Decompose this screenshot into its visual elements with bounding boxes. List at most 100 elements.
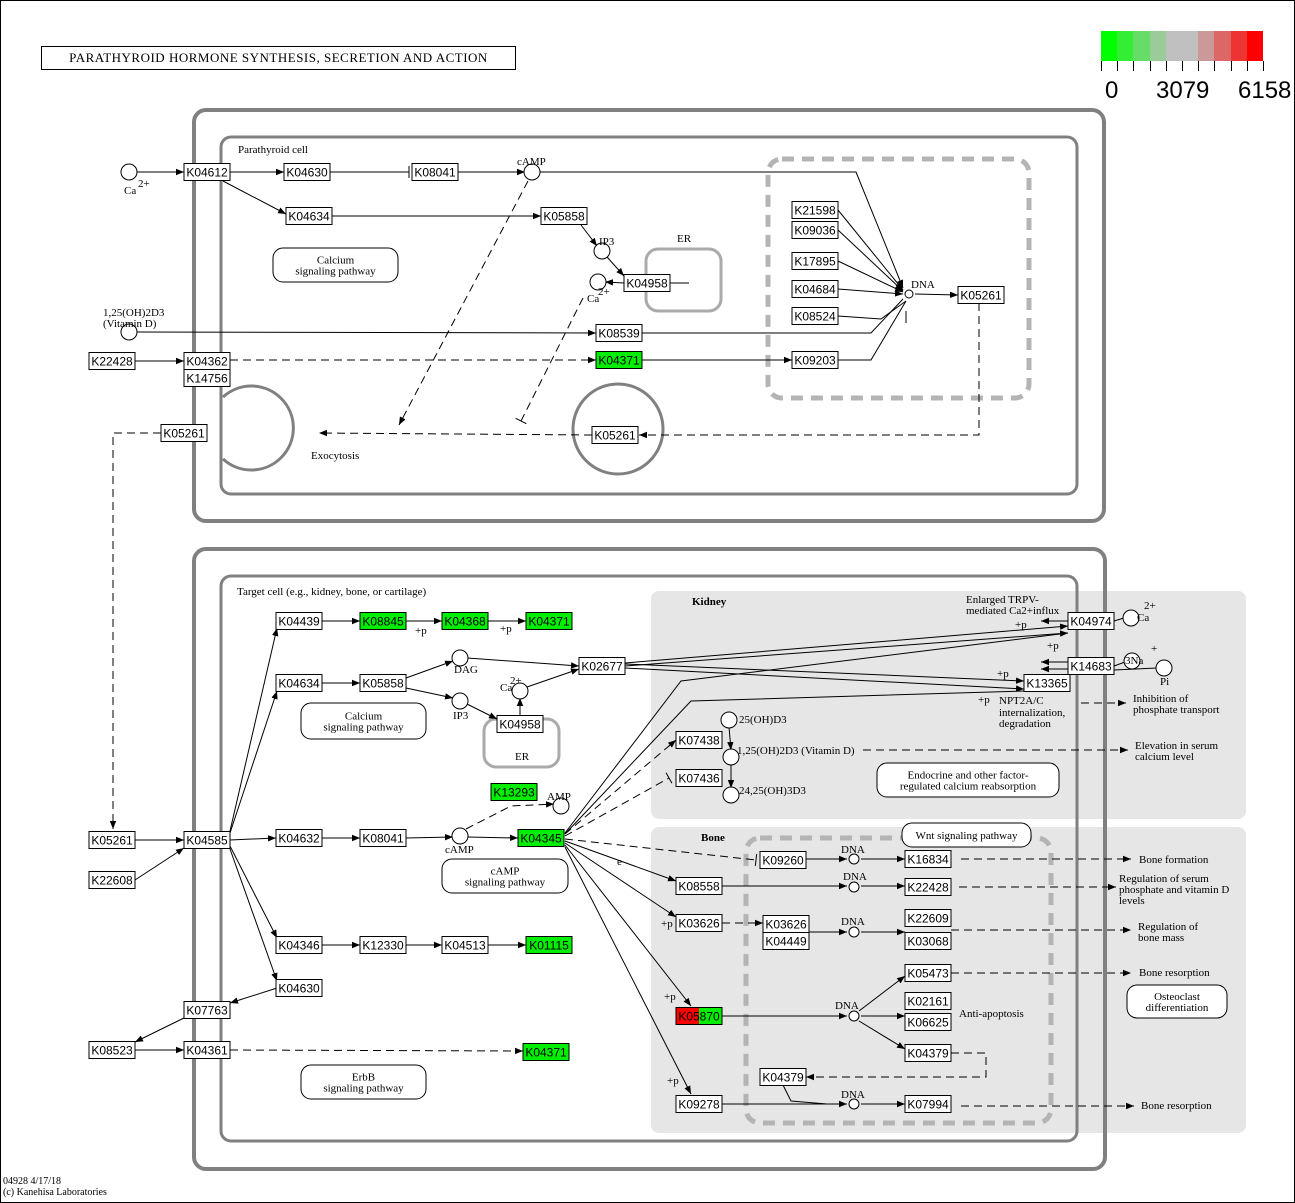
- compound-node[interactable]: [451, 827, 469, 845]
- gene-node-k04974[interactable]: K04974: [1067, 612, 1115, 630]
- gene-node-k22609[interactable]: K22609: [904, 909, 952, 927]
- gene-node-k09260[interactable]: K09260: [759, 851, 807, 869]
- gene-node-k08558[interactable]: K08558: [675, 877, 723, 895]
- gene-node-k08041[interactable]: K08041: [359, 829, 407, 847]
- compound-node[interactable]: [848, 881, 860, 893]
- gene-node-k06625[interactable]: K06625: [904, 1013, 952, 1031]
- gene-node-k09278[interactable]: K09278: [675, 1095, 723, 1113]
- label-ip3-top: IP3: [599, 236, 615, 248]
- relation-edge: [624, 630, 1069, 667]
- compound-node[interactable]: [120, 323, 138, 341]
- gene-node-k04612[interactable]: K04612: [183, 163, 231, 181]
- gene-node-k04632[interactable]: K04632: [275, 829, 323, 847]
- gene-node-k05858[interactable]: K05858: [359, 674, 407, 692]
- gene-node-k04362[interactable]: K04362: [183, 352, 231, 370]
- gene-node-k22428[interactable]: K22428: [904, 878, 952, 896]
- gene-node-k16834[interactable]: K16834: [904, 850, 952, 868]
- gene-node-k04630[interactable]: K04630: [275, 979, 323, 997]
- gene-node-k04634[interactable]: K04634: [285, 207, 333, 225]
- gene-node-k04368[interactable]: K04368: [441, 612, 489, 630]
- gene-node-k04630[interactable]: K04630: [283, 163, 331, 181]
- compound-node[interactable]: [451, 649, 469, 667]
- compound-node[interactable]: [848, 1098, 860, 1110]
- gene-node-k04958[interactable]: K04958: [623, 274, 671, 292]
- gene-node-k02677[interactable]: K02677: [578, 657, 626, 675]
- gene-node-k04371[interactable]: K04371: [525, 612, 573, 630]
- gene-node-k08539[interactable]: K08539: [595, 324, 643, 342]
- compound-node[interactable]: [722, 748, 740, 766]
- compound-node[interactable]: [848, 1010, 860, 1022]
- compound-node[interactable]: [589, 273, 607, 291]
- gene-node-k08845[interactable]: K08845: [359, 612, 407, 630]
- gene-node-k04439[interactable]: K04439: [275, 612, 323, 630]
- compound-node[interactable]: [120, 163, 138, 181]
- gene-node-k13365[interactable]: K13365: [1023, 674, 1071, 692]
- gene-node-k04379[interactable]: K04379: [904, 1044, 952, 1062]
- label-bone-resorption: Bone resorption: [1139, 967, 1210, 979]
- gene-node-k05858[interactable]: K05858: [540, 207, 588, 225]
- gene-node-k05261[interactable]: K05261: [160, 424, 208, 442]
- compound-node[interactable]: [1123, 652, 1141, 670]
- gene-node-k09203[interactable]: K09203: [791, 351, 839, 369]
- gene-node-k04513[interactable]: K04513: [441, 936, 489, 954]
- compound-node[interactable]: [593, 242, 611, 260]
- gene-node-k05261[interactable]: K05261: [957, 286, 1005, 304]
- gene-node-k21598[interactable]: K21598: [791, 201, 839, 219]
- gene-node-k22608[interactable]: K22608: [88, 871, 136, 889]
- compound-node[interactable]: [1155, 659, 1173, 677]
- gene-node-k22428[interactable]: K22428: [88, 352, 136, 370]
- gene-node-k04371[interactable]: K04371: [522, 1043, 570, 1061]
- gene-node-k12330[interactable]: K12330: [359, 936, 407, 954]
- gene-node-k04585[interactable]: K04585: [183, 831, 231, 849]
- gene-node-k04634[interactable]: K04634: [275, 674, 323, 692]
- compound-node[interactable]: [848, 926, 860, 938]
- gene-node-k02161[interactable]: K02161: [904, 992, 952, 1010]
- gene-node-k04684[interactable]: K04684: [791, 280, 839, 298]
- legend-tick: [1230, 61, 1232, 71]
- gene-node-k04449[interactable]: K04449: [762, 932, 810, 950]
- pathway-link-wnt[interactable]: Wnt signaling pathway: [901, 822, 1032, 848]
- gene-node-k07763[interactable]: K07763: [183, 1001, 231, 1019]
- gene-node-k07994[interactable]: K07994: [904, 1095, 952, 1113]
- compound-node[interactable]: [720, 711, 738, 729]
- gene-node-k03068[interactable]: K03068: [904, 932, 952, 950]
- gene-node-k07438[interactable]: K07438: [675, 731, 723, 749]
- gene-node-k05261[interactable]: K05261: [591, 426, 639, 444]
- compound-node[interactable]: [511, 682, 529, 700]
- gene-node-k05261[interactable]: K05261: [88, 831, 136, 849]
- gene-node-k04346[interactable]: K04346: [275, 936, 323, 954]
- gene-node-k05473[interactable]: K05473: [904, 964, 952, 982]
- gene-label: K04630: [286, 166, 328, 180]
- gene-node-k03626[interactable]: K03626: [675, 914, 723, 932]
- gene-node-k14756[interactable]: K14756: [183, 369, 231, 387]
- gene-node-k08041[interactable]: K08041: [411, 163, 459, 181]
- gene-node-k05870[interactable]: K05870: [675, 1007, 723, 1025]
- gene-node-k01115[interactable]: K01115: [525, 936, 573, 954]
- gene-node-k17895[interactable]: K17895: [791, 252, 839, 270]
- gene-node-k04958[interactable]: K04958: [496, 715, 544, 733]
- gene-node-k04371[interactable]: K04371: [595, 351, 643, 369]
- gene-node-k08524[interactable]: K08524: [791, 307, 839, 325]
- compound-node[interactable]: [904, 289, 914, 299]
- gene-node-k04361[interactable]: K04361: [183, 1041, 231, 1059]
- compound-node[interactable]: [848, 853, 860, 865]
- compound-node[interactable]: [722, 786, 740, 804]
- gene-node-k04379[interactable]: K04379: [759, 1068, 807, 1086]
- gene-node-k08523[interactable]: K08523: [88, 1041, 136, 1059]
- pathway-link-endocrine[interactable]: Endocrine and other factor-regulated cal…: [876, 762, 1060, 798]
- compound-node[interactable]: [523, 163, 541, 181]
- compound-node[interactable]: [552, 797, 570, 815]
- gene-node-k13293[interactable]: K13293: [490, 783, 538, 801]
- compound-node[interactable]: [1122, 609, 1140, 627]
- gene-node-k07436[interactable]: K07436: [675, 769, 723, 787]
- compound-node[interactable]: [451, 692, 469, 710]
- gene-node-k03626[interactable]: K03626: [762, 915, 810, 933]
- gene-node-k14683[interactable]: K14683: [1067, 657, 1115, 675]
- gene-node-k09036[interactable]: K09036: [791, 221, 839, 239]
- gene-node-k04345[interactable]: K04345: [517, 829, 565, 847]
